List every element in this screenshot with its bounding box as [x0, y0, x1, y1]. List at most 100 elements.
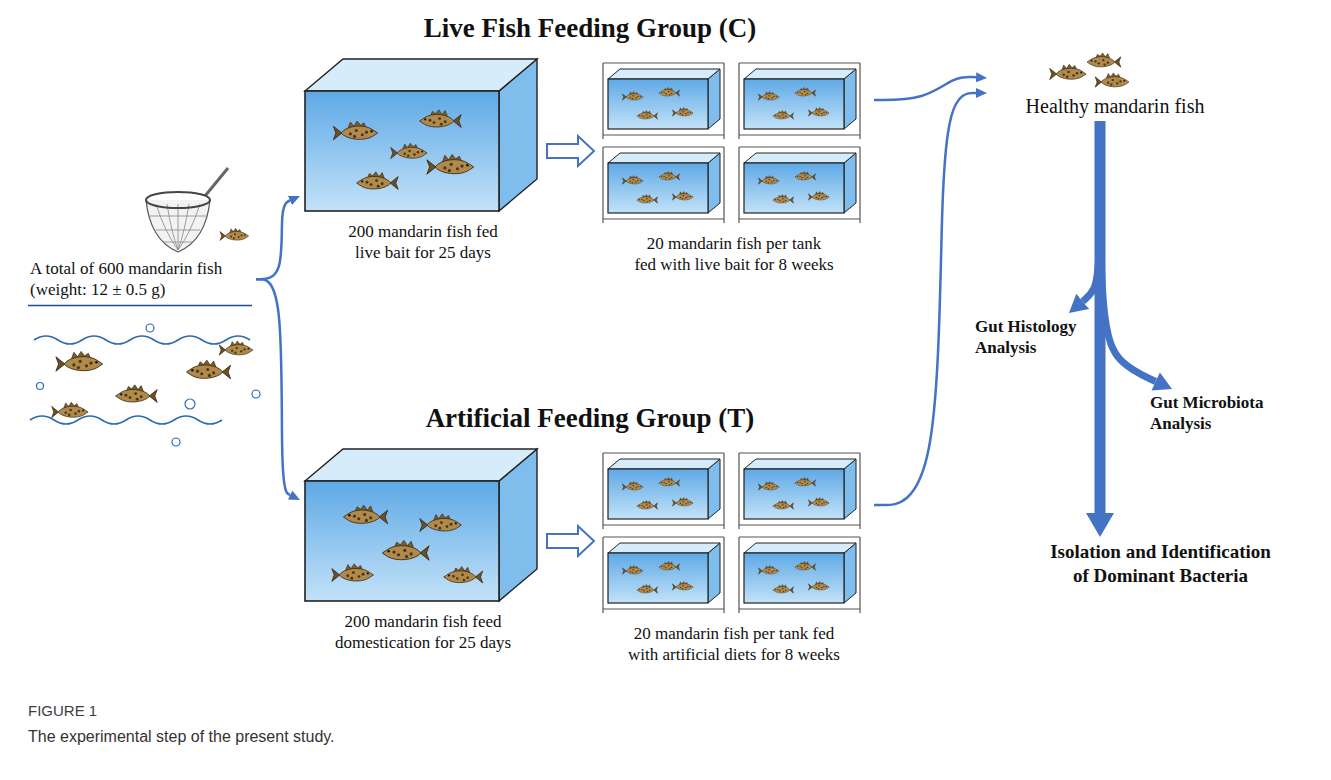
fish-eye — [797, 566, 798, 567]
fish-spot — [369, 516, 372, 519]
fish-body — [637, 587, 654, 593]
fish-spot — [440, 123, 443, 126]
fish-spot — [805, 178, 806, 179]
step-label: A total of 600 mandarin fish (weight: 12… — [30, 258, 250, 301]
tank-top — [744, 543, 856, 553]
fish-spot — [68, 414, 71, 417]
fish-spot — [646, 114, 647, 115]
bubble — [185, 399, 195, 409]
fish-icon — [758, 481, 779, 490]
fish-icon — [52, 402, 88, 417]
water-wave — [34, 336, 250, 344]
fish-eye — [661, 176, 662, 177]
fish-spot — [397, 553, 400, 556]
fish-spot — [208, 374, 211, 377]
fish-spot — [768, 95, 769, 96]
fish-tail — [52, 406, 59, 417]
bigtank-illustration — [303, 445, 543, 605]
fish-spot — [682, 504, 683, 505]
tank-top — [744, 69, 856, 79]
fish-spot — [635, 487, 636, 488]
fish-spot — [234, 351, 236, 353]
fish-spot — [669, 568, 670, 569]
bubble — [252, 390, 260, 398]
flow-arrow — [1095, 121, 1106, 513]
fish-body — [795, 480, 812, 486]
tank-water — [744, 469, 844, 519]
fish-spot — [134, 392, 137, 395]
fish-spot — [671, 483, 672, 484]
smalltanks-illustration — [598, 55, 870, 227]
fish-spot — [377, 185, 380, 188]
fish-eye — [690, 586, 691, 587]
fish-spot — [643, 116, 644, 117]
fish-body — [343, 510, 380, 523]
fish-fin — [198, 360, 217, 368]
fish-spot — [685, 587, 686, 588]
fish-spot — [1110, 83, 1112, 85]
tank-top — [608, 153, 720, 163]
fish-eye — [639, 199, 640, 200]
fish-body — [795, 564, 812, 570]
fish-spot — [804, 175, 805, 176]
fish-body — [626, 94, 643, 100]
tank-stand — [739, 453, 860, 529]
fish-spot — [637, 486, 638, 487]
tank-front — [744, 553, 844, 603]
tank-stand — [603, 147, 724, 223]
fish-spot — [649, 506, 650, 507]
fish-spot — [818, 111, 819, 112]
fish-spot — [766, 487, 767, 488]
fish-icon — [758, 175, 779, 184]
fish-icon — [659, 171, 680, 180]
fish-body — [795, 90, 812, 96]
fish-spot — [807, 483, 808, 484]
fish-eye — [775, 589, 776, 590]
stand-rail — [603, 452, 724, 453]
fish-body — [773, 197, 790, 203]
fish-body — [762, 178, 779, 184]
fish-body — [444, 571, 476, 583]
fish-body — [795, 174, 812, 180]
fish-spot — [799, 176, 800, 177]
fish-spot — [438, 117, 441, 120]
fish-body — [773, 587, 790, 593]
fish-spot — [64, 411, 67, 414]
tank-top — [608, 69, 720, 79]
fish-eye — [690, 502, 691, 503]
fish-icon — [56, 351, 103, 371]
fish-spot — [773, 180, 774, 181]
fish-eye — [776, 96, 777, 97]
fish-spot — [358, 575, 361, 578]
fish-spot — [680, 587, 681, 588]
group-title: Live Fish Feeding Group (C) — [290, 12, 890, 44]
fish-spot — [243, 348, 245, 350]
stand-post — [723, 147, 724, 223]
fish-spot — [821, 587, 822, 588]
analysis-step: Isolation and Identification of Dominant… — [1043, 540, 1278, 588]
fish-icon — [332, 564, 374, 582]
fish-icon — [672, 581, 693, 590]
tank-group: 20 mandarin fish per tank fed with artif… — [598, 445, 870, 666]
fish-spot — [818, 114, 819, 115]
fish-spot — [444, 120, 447, 123]
fish-spot — [85, 364, 88, 367]
fish-spot — [687, 586, 688, 587]
fish-spot — [680, 503, 681, 504]
flow-arrow — [256, 279, 290, 495]
fish-eye — [690, 196, 691, 197]
fish-icon — [391, 143, 427, 158]
fish-spot — [685, 113, 686, 114]
tank-top — [744, 459, 856, 469]
fish-spot — [766, 181, 767, 182]
fish-body — [812, 500, 829, 506]
fish-spot — [818, 198, 819, 199]
fish-spot — [777, 199, 778, 200]
fish-eye — [448, 574, 450, 576]
stand-post — [859, 147, 860, 223]
stand-post — [738, 453, 739, 529]
flow-arrow — [1083, 121, 1100, 301]
fish-spot — [663, 482, 664, 483]
fish-icon — [758, 91, 779, 100]
stand-post — [738, 537, 739, 613]
